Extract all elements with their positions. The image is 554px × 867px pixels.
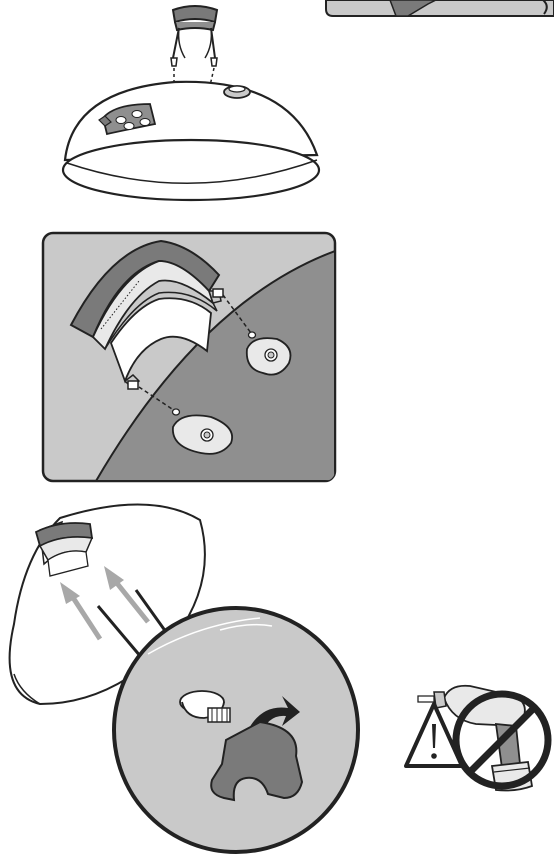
handle-bracket-detail-panel: [41, 231, 337, 483]
magnified-detail-icon: [114, 608, 358, 852]
lid-handle-tighten-icon: [0, 494, 360, 867]
lid-handle-assembly-icon: [55, 0, 335, 215]
handle-icon: [171, 6, 217, 66]
cropped-detail-panel: [318, 0, 554, 20]
grill-lid-icon: [63, 82, 319, 200]
no-power-drill-warning-icon: [404, 668, 554, 798]
